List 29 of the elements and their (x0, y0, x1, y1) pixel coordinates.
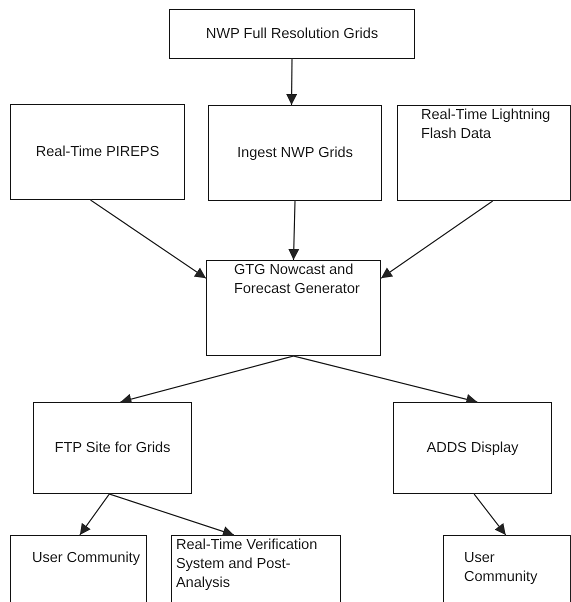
process-box (208, 105, 382, 201)
arrow (120, 355, 294, 404)
process-box (171, 535, 341, 602)
box-label: Ingest NWP Grids (237, 144, 353, 162)
process-box (33, 402, 192, 494)
arrow (79, 494, 110, 536)
process-box (10, 535, 147, 602)
arrow (286, 59, 298, 105)
box-label: ADDS Display (426, 438, 518, 458)
box-label: Real-Time Verification System and Post-Analysis (176, 536, 318, 593)
arrow (288, 200, 300, 260)
box-label: NWP Full Resolution Grids (206, 24, 378, 44)
box-label: User Community (464, 549, 538, 587)
box-label: Real-Time PIREPS (36, 142, 160, 162)
process-box (443, 535, 571, 602)
box-label: GTG Nowcast and Forecast Generator (234, 261, 361, 299)
box-label: User Community (32, 549, 140, 568)
process-box (397, 105, 571, 201)
box-label: FTP Site for Grids (54, 438, 170, 458)
arrow (109, 493, 234, 537)
process-box (10, 104, 185, 200)
arrow (474, 494, 506, 536)
process-box (206, 260, 381, 356)
process-box (393, 402, 552, 494)
arrow (90, 200, 206, 279)
arrow (380, 200, 494, 279)
process-box (169, 9, 415, 59)
arrow (293, 355, 478, 405)
box-label: Real-Time Lightning Flash Data (421, 106, 552, 144)
